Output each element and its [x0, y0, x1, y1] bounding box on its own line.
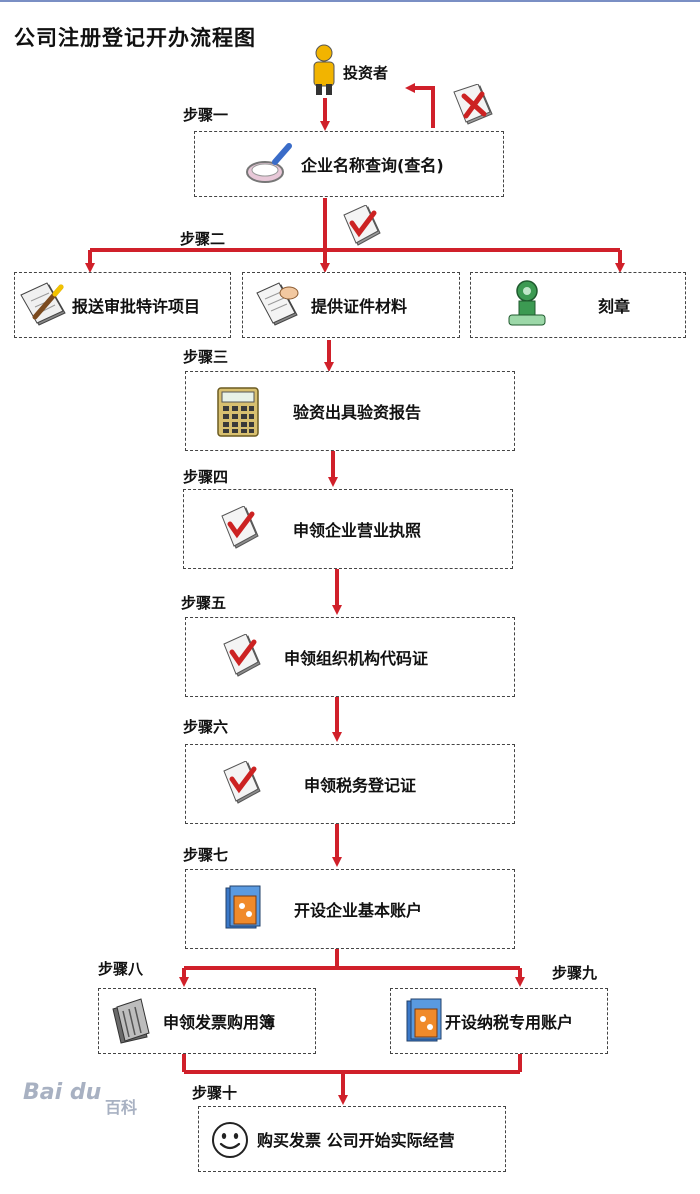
investor-person-icon [313, 44, 335, 95]
box-tax-account: 开设纳税专用账户 [390, 988, 608, 1054]
investor-label: 投资者 [343, 64, 389, 82]
magnifier-icon [246, 143, 292, 183]
step-10-label: 步骤十 [192, 1084, 238, 1102]
step-6-label: 步骤六 [183, 718, 229, 736]
basic-account-label: 开设企业基本账户 [294, 901, 423, 920]
box-name-check: 企业名称查询(查名) [194, 131, 504, 197]
box-submit-approval: 报送审批特许项目 [14, 272, 231, 338]
account-folder-icon [406, 998, 442, 1042]
step-2-label: 步骤二 [180, 230, 226, 248]
pen-paper-icon [20, 282, 66, 326]
box-capital-verify: 验资出具验资报告 [185, 371, 515, 451]
step-3-label: 步骤三 [183, 348, 229, 366]
account-folder-icon [225, 885, 261, 929]
capital-verify-label: 验资出具验资报告 [293, 403, 422, 422]
reject-cross-icon [453, 84, 493, 125]
invoice-book-icon [112, 998, 150, 1044]
tax-register-label: 申领税务登记证 [304, 776, 417, 795]
box-tax-register: 申领税务登记证 [185, 744, 515, 824]
submit-approval-label: 报送审批特许项目 [72, 297, 201, 316]
box-start-business: 购买发票 公司开始实际经营 [198, 1106, 506, 1172]
tax-account-label: 开设纳税专用账户 [445, 1013, 574, 1032]
box-org-code: 申领组织机构代码证 [185, 617, 515, 697]
box-engrave-seal: 刻章 [470, 272, 686, 338]
arrow-reject-return [405, 83, 435, 128]
box-business-license: 申领企业营业执照 [183, 489, 513, 569]
provide-materials-label: 提供证件材料 [311, 297, 408, 316]
approval-check-icon [343, 205, 381, 246]
step-8-label: 步骤八 [98, 960, 144, 978]
org-code-label: 申领组织机构代码证 [284, 649, 429, 668]
step-5-label: 步骤五 [181, 594, 227, 612]
box-provide-materials: 提供证件材料 [242, 272, 460, 338]
calculator-icon [217, 387, 259, 437]
name-check-label: 企业名称查询(查名) [301, 156, 444, 175]
documents-hand-icon [256, 282, 299, 326]
checkmark-doc-icon [221, 506, 259, 549]
start-business-label: 购买发票 公司开始实际经营 [257, 1131, 455, 1150]
watermark-logo: Bai du [23, 1080, 102, 1105]
checkmark-doc-icon [223, 634, 261, 677]
engrave-seal-label: 刻章 [598, 297, 631, 316]
step-4-label: 步骤四 [183, 468, 229, 486]
page-title: 公司注册登记开办流程图 [14, 26, 256, 50]
step-1-label: 步骤一 [183, 106, 229, 124]
checkmark-doc-icon [223, 761, 261, 804]
seal-stamp-icon [508, 280, 546, 326]
business-license-label: 申领企业营业执照 [293, 521, 422, 540]
box-invoice-book: 申领发票购用簿 [98, 988, 316, 1054]
step-9-label: 步骤九 [552, 964, 598, 982]
top-border [0, 0, 700, 2]
smiley-icon [212, 1122, 248, 1158]
step-7-label: 步骤七 [183, 846, 229, 864]
watermark-text: 百科 [105, 1098, 138, 1117]
box-basic-account: 开设企业基本账户 [185, 869, 515, 949]
invoice-book-label: 申领发票购用簿 [163, 1013, 276, 1032]
